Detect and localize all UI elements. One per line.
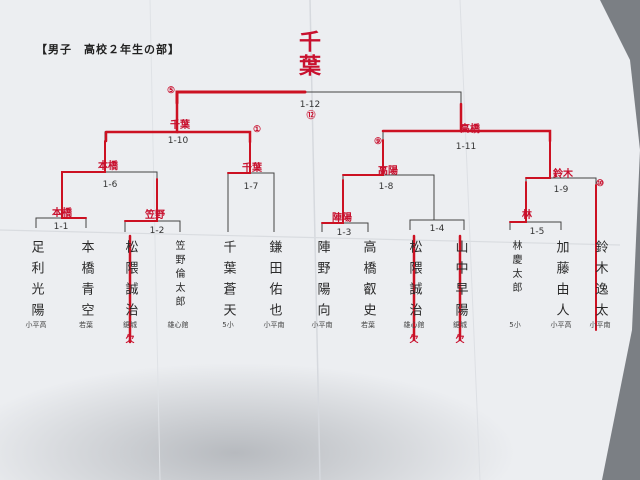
player-team: 雄心館 bbox=[403, 321, 425, 329]
circled-mark: ⑫ bbox=[306, 111, 316, 121]
player-name: 鎌田佑也 bbox=[266, 240, 282, 324]
paper-crease bbox=[309, 0, 321, 480]
player-name: 山中早陽 bbox=[452, 240, 468, 324]
player-team: 5小 bbox=[509, 321, 521, 329]
match-number: 1-4 bbox=[429, 224, 445, 234]
player-team: 小平高 bbox=[25, 321, 47, 329]
winner-label: 高橋 bbox=[460, 124, 480, 135]
winner-path-1-5 bbox=[509, 181, 527, 223]
bracket-line-1-9 bbox=[525, 177, 597, 185]
player-name: 鈴木逸太 bbox=[592, 240, 608, 324]
paper-crease bbox=[149, 0, 161, 480]
bracket-line-1-8 bbox=[342, 174, 435, 182]
player-team: 若葉 bbox=[361, 321, 375, 329]
paper-crease bbox=[459, 0, 481, 480]
winner-path-1-11b bbox=[459, 129, 552, 143]
winner-label: 高陽 bbox=[378, 166, 398, 177]
forfeit-strike-lines bbox=[128, 234, 462, 344]
winner-path-1-7 bbox=[227, 141, 251, 174]
match-number: 1-12 bbox=[299, 100, 321, 110]
winner-path-1-1 bbox=[61, 177, 87, 219]
player-name: 陣野陽向 bbox=[314, 240, 330, 324]
player-name: 本橋青空 bbox=[78, 240, 94, 324]
match-number: 1-11 bbox=[455, 142, 477, 152]
winner-label: 千葉 bbox=[170, 120, 190, 131]
match-number: 1-9 bbox=[553, 185, 569, 195]
match-number: 1-10 bbox=[167, 136, 189, 146]
winner-label: 林 bbox=[522, 210, 532, 221]
player-team: 小平南 bbox=[311, 321, 333, 329]
bracket-line-1-5 bbox=[509, 221, 562, 230]
circled-mark: ⑤ bbox=[166, 86, 176, 96]
player-team: 若葉 bbox=[79, 321, 93, 329]
player-team: 小平南 bbox=[589, 321, 611, 329]
winner-path-1-8 bbox=[342, 139, 384, 176]
player-team: 小平高 bbox=[550, 321, 572, 329]
winner-label: 本橋 bbox=[52, 208, 72, 219]
player-name: 千葉蒼天 bbox=[220, 240, 236, 324]
winner-label: 笠野 bbox=[145, 210, 165, 221]
winner-label: 本橋 bbox=[98, 161, 118, 172]
match-number: 1-8 bbox=[378, 182, 394, 192]
player-team: 鋸城 bbox=[453, 321, 467, 329]
winner-path-1-2 bbox=[124, 178, 158, 222]
paper-shadow bbox=[0, 300, 560, 480]
forfeit-mark: 欠 bbox=[409, 335, 419, 345]
winner-label: 陣陽 bbox=[332, 213, 352, 224]
winner-path-final bbox=[175, 90, 307, 105]
match-number: 1-6 bbox=[102, 180, 118, 190]
winner-label: 千葉 bbox=[242, 163, 262, 174]
bracket-title: 【男子 高校２年生の部】 bbox=[36, 43, 180, 56]
winner-path-1-6 bbox=[61, 140, 106, 179]
match-number: 1-5 bbox=[529, 227, 545, 237]
match-number: 1-1 bbox=[53, 222, 69, 232]
player-name: 足利光陽 bbox=[28, 240, 44, 324]
match-number: 1-3 bbox=[336, 228, 352, 238]
forfeit-mark: 欠 bbox=[455, 335, 465, 345]
player-name: 高橋叡史 bbox=[360, 240, 376, 324]
player-name: 加藤由人 bbox=[553, 240, 569, 324]
forfeit-mark: 欠 bbox=[125, 335, 135, 345]
player-team: 雄心館 bbox=[167, 321, 189, 329]
player-team: 鋸城 bbox=[123, 321, 137, 329]
winner-path-1-9 bbox=[525, 140, 551, 179]
paper-crease bbox=[0, 229, 621, 246]
circled-mark: ⑨ bbox=[373, 137, 383, 147]
player-name: 松隈誠治 bbox=[122, 240, 138, 324]
winner-path-1-10b bbox=[175, 130, 252, 144]
player-name: 笠野倫太郎 bbox=[173, 240, 184, 310]
bracket-line-1-3 bbox=[321, 222, 369, 232]
match-number: 1-2 bbox=[149, 226, 165, 236]
winner-label: 鈴木 bbox=[553, 169, 573, 180]
champion-name: 千葉 bbox=[295, 30, 321, 78]
player-team: 5小 bbox=[222, 321, 234, 329]
bracket-line-1-4 bbox=[409, 219, 465, 230]
circled-mark: ① bbox=[252, 125, 262, 135]
match-number: 1-7 bbox=[243, 182, 259, 192]
winner-path-1-3 bbox=[321, 179, 344, 224]
circled-mark: ⑩ bbox=[595, 179, 605, 189]
player-name: 林慶太郎 bbox=[510, 240, 521, 296]
player-name: 松隈誠治 bbox=[406, 240, 422, 324]
player-team: 小平南 bbox=[263, 321, 285, 329]
